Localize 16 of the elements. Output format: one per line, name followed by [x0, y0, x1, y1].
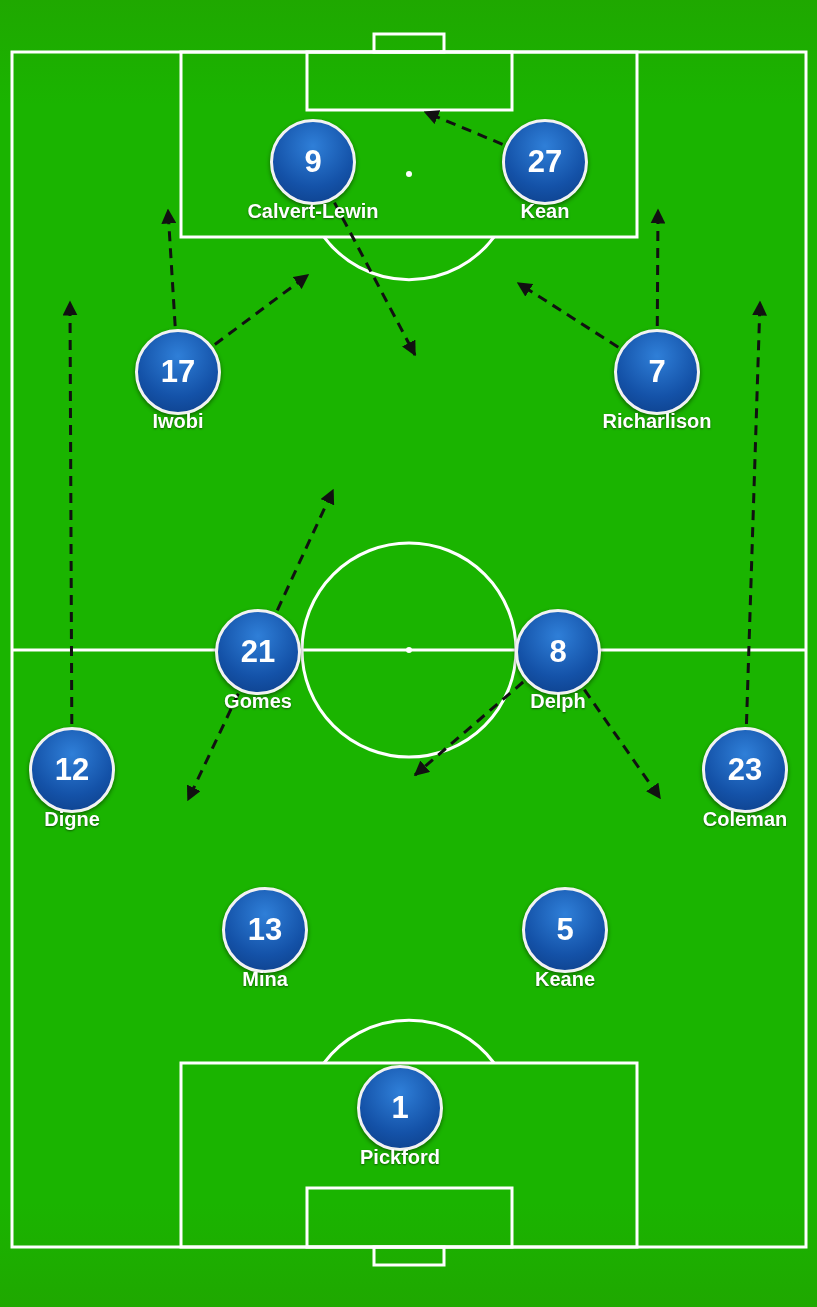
movement-arrow — [650, 208, 666, 326]
movement-arrow — [516, 281, 620, 349]
movement-arrow — [186, 692, 240, 802]
movement-arrow — [423, 110, 504, 146]
movement-arrow — [744, 300, 768, 725]
player-badge: 13 — [222, 887, 308, 973]
movement-arrow — [275, 488, 335, 611]
movement-arrow — [333, 201, 417, 357]
movement-arrow — [413, 680, 525, 777]
movement-arrow — [213, 273, 310, 346]
movement-arrow — [62, 300, 78, 724]
player-badge: 27 — [502, 119, 588, 205]
player-badge: 5 — [522, 887, 608, 973]
player-badge: 21 — [215, 609, 301, 695]
movement-arrow — [161, 208, 177, 327]
movement-arrow — [583, 688, 662, 800]
